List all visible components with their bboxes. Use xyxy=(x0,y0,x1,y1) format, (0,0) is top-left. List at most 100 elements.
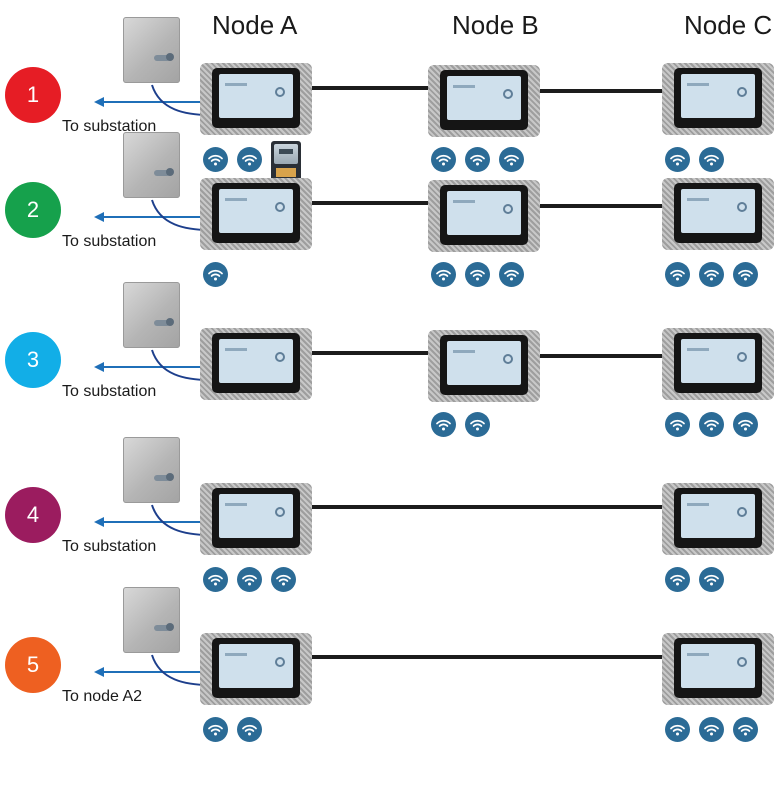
device-ports xyxy=(220,122,292,126)
scenario-badge: 4 xyxy=(5,487,61,543)
gateway-unit xyxy=(123,437,180,503)
wifi-icon xyxy=(203,262,228,287)
device-ports xyxy=(448,389,520,393)
gateway-unit xyxy=(123,132,180,198)
scenario-badge: 2 xyxy=(5,182,61,238)
node-c-icons xyxy=(665,262,758,287)
wifi-icon xyxy=(665,262,690,287)
wifi-icon xyxy=(431,147,456,172)
wifi-icon xyxy=(203,567,228,592)
node-c-device xyxy=(662,63,774,135)
wifi-icon xyxy=(499,262,524,287)
gateway-unit xyxy=(123,282,180,348)
device-housing xyxy=(440,335,528,395)
node-a-device xyxy=(200,328,312,400)
device-housing xyxy=(674,488,762,548)
wifi-icon xyxy=(699,147,724,172)
device-screen xyxy=(681,74,755,118)
device-screen xyxy=(681,494,755,538)
node-a-device xyxy=(200,633,312,705)
scenario-badge: 3 xyxy=(5,332,61,388)
device-ports xyxy=(220,692,292,696)
destination-label: To substation xyxy=(62,538,157,555)
scenario-badge: 5 xyxy=(5,637,61,693)
device-housing xyxy=(440,185,528,245)
node-b-icons xyxy=(431,412,490,437)
link-cable xyxy=(536,204,666,208)
device-ports xyxy=(682,542,754,546)
device-screen xyxy=(219,494,293,538)
node-c-icons xyxy=(665,567,724,592)
wifi-icon xyxy=(665,147,690,172)
device-housing xyxy=(440,70,528,130)
wifi-icon xyxy=(699,262,724,287)
device-housing xyxy=(674,638,762,698)
node-b-icons xyxy=(431,147,524,172)
device-housing xyxy=(674,183,762,243)
meter-base xyxy=(276,168,296,177)
gateway-logo xyxy=(154,168,174,176)
device-housing xyxy=(674,333,762,393)
wifi-icon xyxy=(665,412,690,437)
wifi-icon xyxy=(431,262,456,287)
uplink-arrowhead xyxy=(94,667,104,677)
uplink-arrowhead xyxy=(94,97,104,107)
device-screen xyxy=(447,341,521,385)
node-b-device xyxy=(428,330,540,402)
device-ports xyxy=(682,692,754,696)
wifi-icon xyxy=(237,717,262,742)
wifi-icon xyxy=(431,412,456,437)
gateway-unit xyxy=(123,17,180,83)
device-housing xyxy=(212,333,300,393)
destination-label: To node A2 xyxy=(62,688,143,705)
node-c-icons xyxy=(665,412,758,437)
uplink-arrowhead xyxy=(94,362,104,372)
node-b-device xyxy=(428,180,540,252)
destination-label: To substation xyxy=(62,383,157,400)
wifi-icon xyxy=(237,567,262,592)
link-cable xyxy=(308,201,432,205)
gateway-logo xyxy=(154,623,174,631)
device-housing xyxy=(212,638,300,698)
node-a-device xyxy=(200,178,312,250)
device-ports xyxy=(220,542,292,546)
link-cable xyxy=(308,86,432,90)
wifi-icon xyxy=(665,567,690,592)
device-ports xyxy=(448,239,520,243)
link-cable xyxy=(536,89,666,93)
device-screen xyxy=(219,189,293,233)
node-a-device xyxy=(200,63,312,135)
node-b-icons xyxy=(431,262,524,287)
wifi-icon xyxy=(271,567,296,592)
link-cable xyxy=(536,354,666,358)
device-ports xyxy=(448,124,520,128)
node-a-icons xyxy=(203,567,296,592)
device-screen xyxy=(219,74,293,118)
wifi-icon xyxy=(733,412,758,437)
device-housing xyxy=(212,183,300,243)
device-housing xyxy=(212,488,300,548)
wifi-icon xyxy=(465,147,490,172)
wifi-icon xyxy=(699,717,724,742)
device-screen xyxy=(681,189,755,233)
destination-label: To substation xyxy=(62,118,157,135)
device-screen xyxy=(447,191,521,235)
gateway-unit xyxy=(123,587,180,653)
node-c-icons xyxy=(665,717,758,742)
device-screen xyxy=(447,76,521,120)
smart-meter-icon xyxy=(271,141,301,181)
link-cable xyxy=(308,351,432,355)
node-c-header: Node C xyxy=(684,10,773,40)
wifi-icon xyxy=(465,262,490,287)
wifi-icon xyxy=(237,147,262,172)
device-housing xyxy=(674,68,762,128)
gateway-logo xyxy=(154,318,174,326)
node-a-icons xyxy=(203,262,228,287)
destination-label: To substation xyxy=(62,233,157,250)
gateway-logo xyxy=(154,473,174,481)
node-b-header: Node B xyxy=(452,10,539,40)
node-a-icons xyxy=(203,717,262,742)
